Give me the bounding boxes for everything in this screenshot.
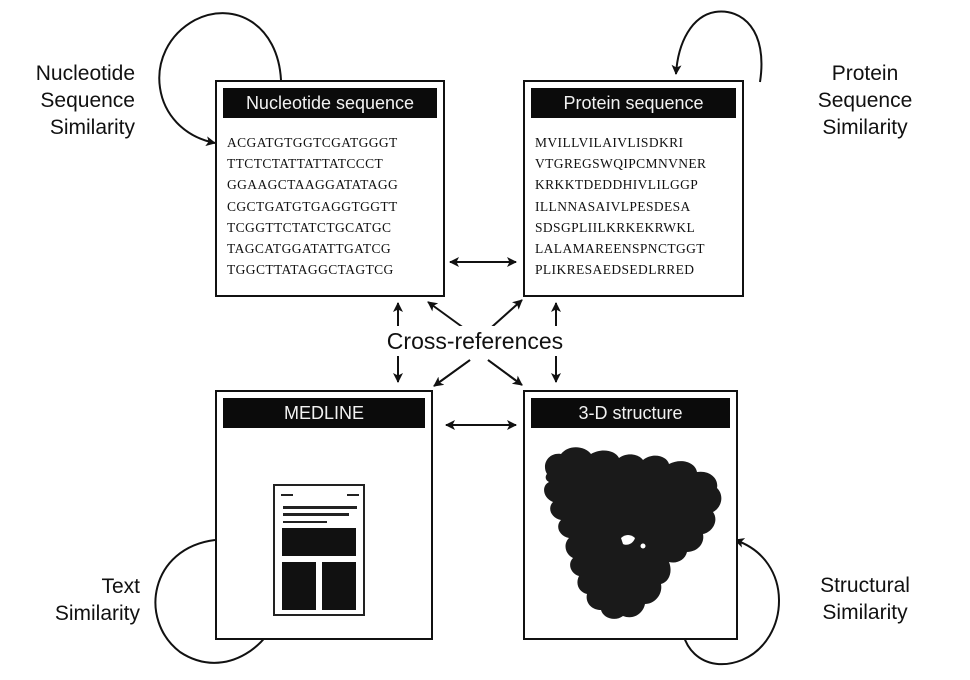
sequence-line: TCGGTTCTATCTGCATGC xyxy=(227,219,392,235)
nucleotide-sequence-panel: Nucleotide sequence ACGATGTGGTCGATGGGT T… xyxy=(215,80,445,297)
sequence-line: CGCTGATGTGAGGTGGTT xyxy=(227,198,398,214)
structure-panel: 3-D structure xyxy=(523,390,738,640)
sequence-line: PLIKRESAEDSEDLRRED xyxy=(535,262,695,278)
protein-structure-image xyxy=(544,447,722,619)
text-similarity-label: Text Similarity xyxy=(54,575,140,625)
structural-self-loop-arrow xyxy=(680,538,780,666)
sequence-line: ILLNNASAIVLPESDESA xyxy=(535,198,691,214)
sequence-line: LALAMAREENSPNCTGGT xyxy=(535,240,705,256)
nucleotide-panel-title: Nucleotide sequence xyxy=(223,88,437,118)
sequence-line: GGAAGCTAAGGATATAGG xyxy=(227,177,399,193)
medline-panel-title: MEDLINE xyxy=(223,398,425,428)
protein-panel-title: Protein sequence xyxy=(531,88,736,118)
cross-references-label: Cross-references xyxy=(365,326,585,356)
sequence-line: KRKKTDEDDHIVLILGGP xyxy=(535,177,699,193)
nucleotide-sequence-lines: ACGATGTGGTCGATGGGT TTCTCTATTATTATCCCT GG… xyxy=(227,132,398,280)
protein-self-loop-arrow xyxy=(671,10,763,83)
sequence-line: TGGCTTATAGGCTAGTCG xyxy=(227,262,394,278)
protein-sequence-lines: MVILLVILAIVLISDKRI VTGREGSWQIPCMNVNER KR… xyxy=(535,132,706,280)
protein-sequence-panel: Protein sequence MVILLVILAIVLISDKRI VTGR… xyxy=(523,80,744,297)
protein-similarity-label: Protein Sequence Similarity xyxy=(817,62,913,139)
nucleotide-self-loop-arrow xyxy=(158,12,282,147)
sequence-line: SDSGPLIILKRKEKRWKL xyxy=(535,219,696,235)
nucleotide-similarity-label: Nucleotide Sequence Similarity xyxy=(35,62,135,139)
document-icon xyxy=(273,484,365,616)
sequence-line: MVILLVILAIVLISDKRI xyxy=(535,135,684,150)
structural-similarity-label: Structural Similarity xyxy=(820,574,910,624)
medline-panel: MEDLINE xyxy=(215,390,433,640)
sequence-line: TAGCATGGATATTGATCG xyxy=(227,240,392,256)
sequence-line: ACGATGTGGTCGATGGGT xyxy=(227,135,398,150)
sequence-line: TTCTCTATTATTATCCCT xyxy=(227,156,384,172)
sequence-line: VTGREGSWQIPCMNVNER xyxy=(535,156,707,172)
structure-panel-title: 3-D structure xyxy=(531,398,730,428)
